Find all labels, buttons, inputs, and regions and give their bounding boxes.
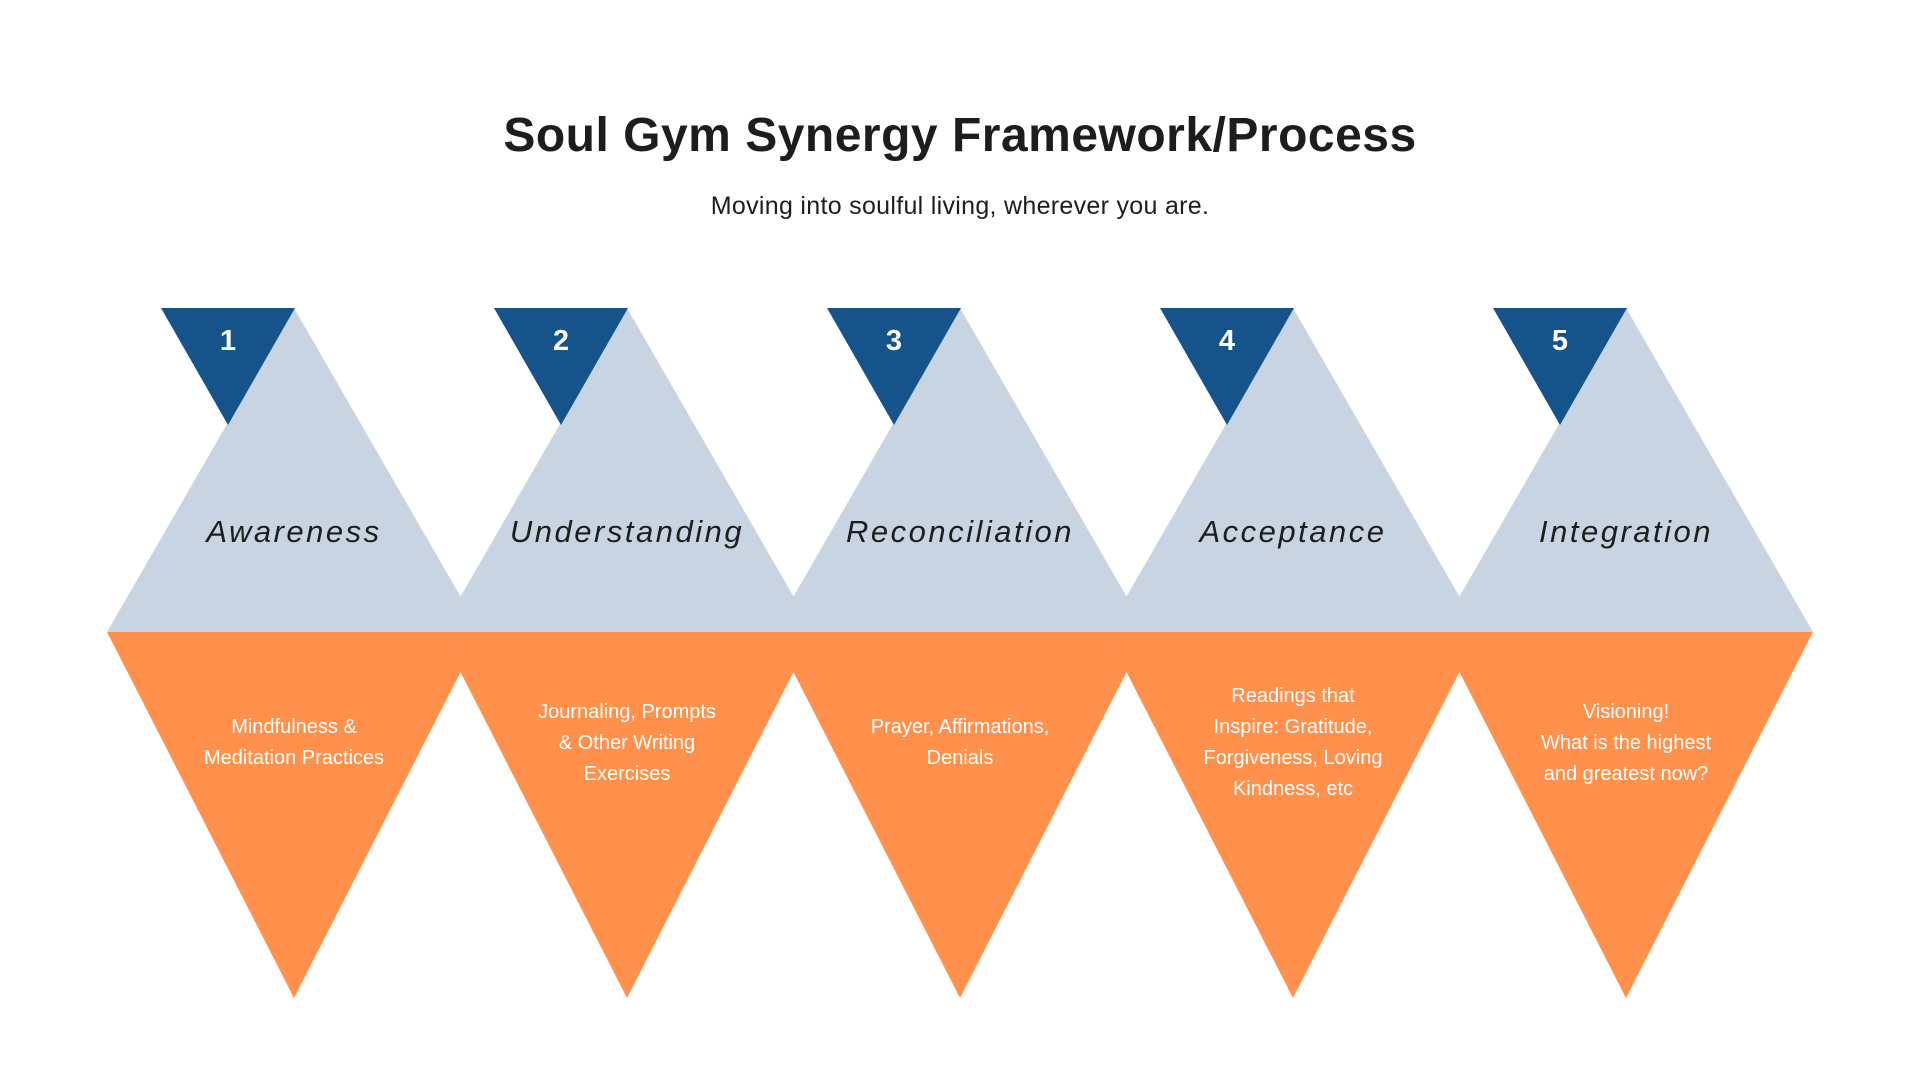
desc-line: & Other Writing (558, 732, 696, 754)
step-number: 1 (219, 325, 237, 357)
step-label: Understanding (509, 514, 745, 549)
step-triangle-bottom (773, 632, 1147, 998)
step-label: Integration (1539, 514, 1713, 549)
desc-line: Meditation Practices (203, 747, 385, 769)
step-triangle-top (107, 308, 481, 632)
step-description: Readings that Inspire: Gratitude, Forgiv… (1173, 681, 1413, 805)
desc-line: Denials (926, 747, 994, 769)
step-triangle-top (773, 308, 1147, 632)
step-label: Reconciliation (846, 514, 1074, 549)
desc-line: Exercises (583, 763, 671, 785)
step-triangle-top (440, 308, 814, 632)
page-title: Soul Gym Synergy Framework/Process (503, 109, 1417, 162)
step-triangle-bottom (1439, 632, 1813, 998)
step-triangle-top (1106, 308, 1480, 632)
step-triangle-bottom (440, 632, 814, 998)
step-triangle-bottom (107, 632, 481, 998)
desc-line: Readings that (1231, 685, 1355, 707)
step-number: 2 (552, 325, 570, 357)
step-label: Awareness (206, 514, 382, 549)
step-label: Acceptance (1199, 514, 1387, 549)
step-triangle-top (1439, 308, 1813, 632)
desc-line: Kindness, etc (1232, 778, 1354, 800)
step-number: 3 (885, 325, 903, 357)
desc-line: Inspire: Gratitude, (1213, 716, 1373, 738)
desc-line: Visioning! (1582, 701, 1670, 723)
desc-line: Prayer, Affirmations, (870, 716, 1050, 738)
step-number: 5 (1551, 325, 1569, 357)
desc-line: Mindfulness & (231, 716, 357, 738)
step-description: Visioning! What is the highest and great… (1506, 697, 1746, 790)
step-description: Journaling, Prompts & Other Writing Exer… (507, 697, 747, 790)
desc-line: What is the highest (1540, 732, 1712, 754)
desc-line: Forgiveness, Loving (1203, 747, 1383, 769)
page-subtitle: Moving into soulful living, wherever you… (710, 192, 1210, 220)
step-description: Mindfulness & Meditation Practices (174, 712, 414, 774)
desc-line: Journaling, Prompts (538, 701, 716, 723)
step-number: 4 (1218, 325, 1236, 357)
desc-line: and greatest now? (1543, 763, 1709, 785)
step-description: Prayer, Affirmations, Denials (840, 712, 1080, 774)
